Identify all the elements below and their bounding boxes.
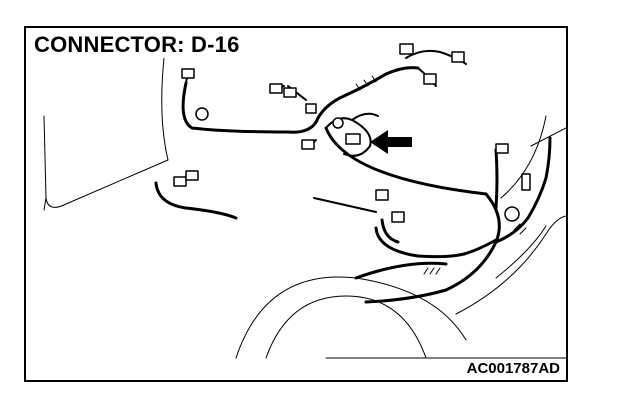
main-harness xyxy=(154,66,552,304)
connector-icon xyxy=(375,189,389,201)
connector-icon xyxy=(451,51,465,63)
connector-icon xyxy=(181,68,195,79)
tape-marks xyxy=(355,75,527,275)
connector-icon xyxy=(305,103,317,114)
connector-d16-icon xyxy=(345,133,361,145)
diagram-title: CONNECTOR: D-16 xyxy=(34,32,242,58)
connector-icon xyxy=(301,139,315,150)
connectors xyxy=(173,43,531,223)
harness-illustration xyxy=(43,43,566,359)
connector-icon xyxy=(423,73,437,85)
connector-icon xyxy=(495,143,509,154)
connector-icon xyxy=(269,83,283,94)
body-panel-outline xyxy=(43,57,566,359)
connector-icon xyxy=(173,176,187,187)
connector-icon xyxy=(521,173,531,191)
connector-icon xyxy=(391,211,405,223)
connector-icon xyxy=(399,43,414,55)
grommet-icon xyxy=(332,117,344,129)
grommet-icon xyxy=(195,107,209,121)
figure-id: AC001787AD xyxy=(464,360,560,377)
connector-icon xyxy=(283,87,297,98)
diagram-frame: CONNECTOR: D-16 AC001787AD xyxy=(24,26,568,382)
connector-icon xyxy=(185,170,199,181)
grommet-icon xyxy=(504,206,520,222)
arrow-left-icon xyxy=(370,130,412,154)
